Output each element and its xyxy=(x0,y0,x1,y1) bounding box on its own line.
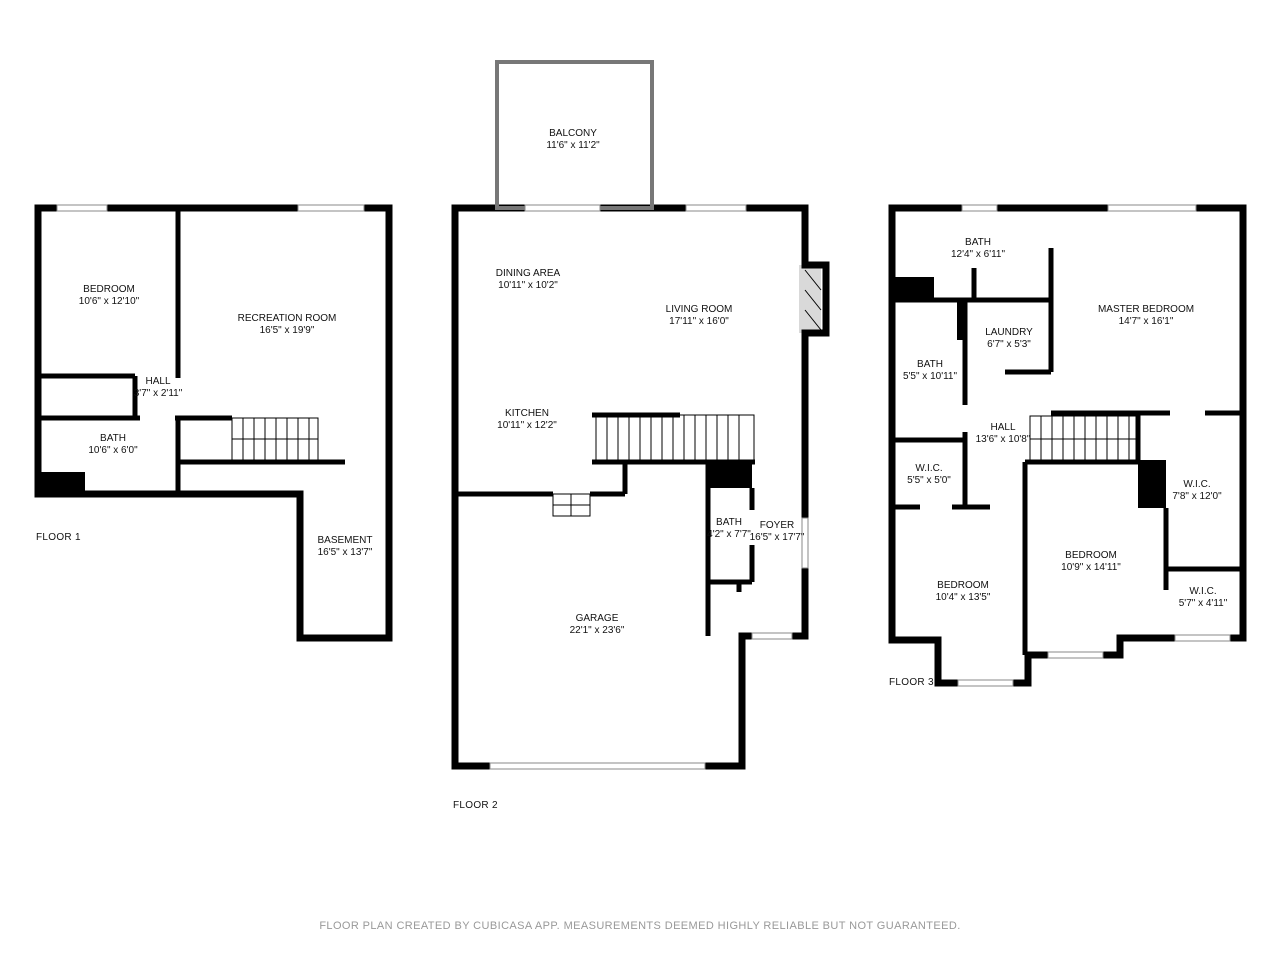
floor-1-stairs xyxy=(231,417,319,461)
floor-1-label: FLOOR 1 xyxy=(36,532,81,543)
floor-3-label: FLOOR 3 xyxy=(889,677,934,688)
disclaimer-footer: FLOOR PLAN CREATED BY CUBICASA APP. MEAS… xyxy=(319,920,961,932)
floor-3-walls xyxy=(888,204,1247,687)
floor-1-walls xyxy=(34,204,393,642)
room-label: W.I.C.7'8" x 12'0" xyxy=(1172,479,1222,502)
room-label: W.I.C.5'5" x 5'0" xyxy=(907,463,951,486)
floor-2-stairs xyxy=(595,414,755,463)
floor-3-stairs xyxy=(1029,415,1139,463)
floor-2-walls xyxy=(451,60,830,770)
floor-2-label: FLOOR 2 xyxy=(453,800,498,811)
room-label: W.I.C.5'7" x 4'11" xyxy=(1178,586,1228,609)
